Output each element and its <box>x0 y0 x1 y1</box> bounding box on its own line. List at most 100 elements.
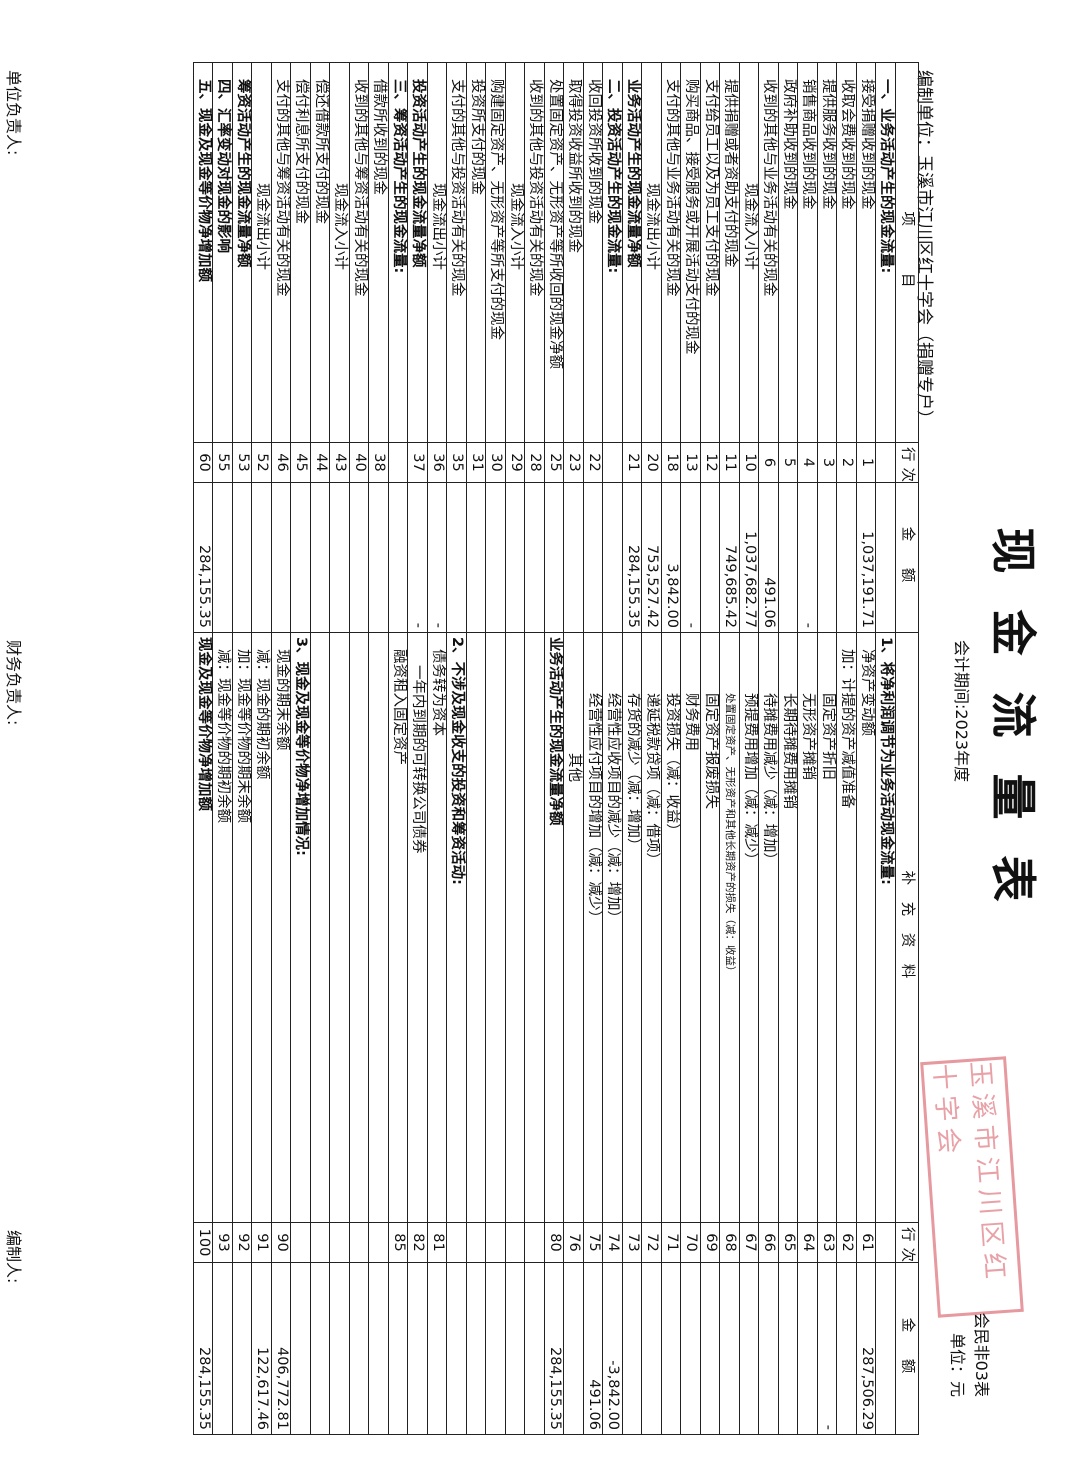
row-line-no: 29 <box>505 442 525 483</box>
row-line-no: 2 <box>837 442 857 483</box>
row-item-label: 投资所支付的现金 <box>466 62 486 443</box>
row-amount <box>310 482 330 633</box>
row-item-label: 取得投资收益所收到的现金 <box>564 62 584 443</box>
row-supplementary-label: 其他 <box>564 632 584 1223</box>
row-supplementary-amount: 284,155.35 <box>193 1262 213 1435</box>
row-supplementary-label <box>310 632 330 1223</box>
row-amount <box>817 482 837 633</box>
row-supplementary-line-no: 73 <box>622 1222 642 1263</box>
row-supplementary-line-no <box>291 1222 311 1263</box>
row-line-no: 18 <box>661 442 681 483</box>
row-item-label: 借款所收到的现金 <box>369 62 389 443</box>
row-item-label: 现金流出小计 <box>252 62 272 443</box>
row-supplementary-line-no <box>466 1222 486 1263</box>
row-supplementary-line-no <box>349 1222 369 1263</box>
row-supplementary-line-no: 75 <box>583 1222 603 1263</box>
row-supplementary-line-no <box>505 1222 525 1263</box>
row-supplementary-line-no: 61 <box>856 1222 876 1263</box>
row-amount <box>700 482 720 633</box>
row-supplementary-label: 财务费用 <box>681 632 701 1223</box>
row-amount: 3,842.00 <box>661 482 681 633</box>
row-supplementary-amount <box>388 1262 408 1435</box>
row-supplementary-label: 3、现金及现金等价物净增加情况: <box>291 632 311 1223</box>
row-supplementary-line-no <box>330 1222 350 1263</box>
row-item-label: 处置固定资产、无形资产等所收回的现金净额 <box>544 62 564 443</box>
footer-finance-head: 财务负责人: <box>4 640 23 726</box>
row-item-label: 四、汇率变动对现金的影响 <box>213 62 233 443</box>
row-amount <box>583 482 603 633</box>
row-line-no: 53 <box>232 442 252 483</box>
row-supplementary-amount <box>486 1262 506 1435</box>
row-item-label: 支付给员工以及为员工支付的现金 <box>700 62 720 443</box>
row-amount <box>330 482 350 633</box>
row-supplementary-label <box>466 632 486 1223</box>
row-supplementary-amount: 287,506.29 <box>856 1262 876 1435</box>
row-supplementary-label: 2、不涉及现金收支的投资和筹资活动: <box>447 632 467 1223</box>
row-supplementary-amount <box>681 1262 701 1435</box>
row-supplementary-amount: -3,842.00 <box>603 1262 623 1435</box>
row-item-label: 二、投资活动产生的现金流量: <box>603 62 623 443</box>
row-line-no: 10 <box>739 442 759 483</box>
row-amount: 491.06 <box>759 482 779 633</box>
row-item-label: 接受捐赠收到的现金 <box>856 62 876 443</box>
row-item-label: 一、业务活动产生的现金流量: <box>876 62 896 443</box>
row-amount <box>447 482 467 633</box>
row-supplementary-label: 减：现金等价物的期初余额 <box>213 632 233 1223</box>
row-supplementary-amount <box>349 1262 369 1435</box>
row-supplementary-amount <box>739 1262 759 1435</box>
row-supplementary-label: 递延税款贷项（减：借项） <box>642 632 662 1223</box>
row-line-no: 13 <box>681 442 701 483</box>
row-amount: 284,155.35 <box>193 482 213 633</box>
row-line-no: 31 <box>466 442 486 483</box>
row-supplementary-line-no: 71 <box>661 1222 681 1263</box>
row-item-label: 支付的其他与投资活动有关的现金 <box>447 62 467 443</box>
row-supplementary-amount <box>505 1262 525 1435</box>
row-line-no: 44 <box>310 442 330 483</box>
row-supplementary-label <box>505 632 525 1223</box>
row-supplementary-label <box>525 632 545 1223</box>
row-line-no: 4 <box>798 442 818 483</box>
row-supplementary-line-no: 62 <box>837 1222 857 1263</box>
row-item-label: 现金流入小计 <box>505 62 525 443</box>
header-supplementary-line-no: 行次 <box>895 1222 919 1263</box>
row-item-label: 提供服务收到的现金 <box>817 62 837 443</box>
header-amount: 金 额 <box>895 482 919 633</box>
row-item-label: 三、筹资活动产生的现金流量: <box>388 62 408 443</box>
row-item-label: 五、现金及现金等价物净增加额 <box>193 62 213 443</box>
header-line-no: 行次 <box>895 442 919 483</box>
row-supplementary-line-no: 90 <box>271 1222 291 1263</box>
row-supplementary-line-no <box>310 1222 330 1263</box>
row-line-no: 22 <box>583 442 603 483</box>
row-amount <box>252 482 272 633</box>
form-number: 会民非03表 <box>972 1312 991 1397</box>
row-supplementary-line-no: 74 <box>603 1222 623 1263</box>
row-supplementary-label: 融资租入固定资产 <box>388 632 408 1223</box>
row-line-no <box>388 442 408 483</box>
row-line-no: 35 <box>447 442 467 483</box>
row-item-label: 提供捐赠或者资助支付的现金 <box>720 62 740 443</box>
row-supplementary-line-no: 64 <box>798 1222 818 1263</box>
row-supplementary-label: 投资损失（减：收益） <box>661 632 681 1223</box>
row-line-no: 38 <box>369 442 389 483</box>
cash-flow-table: 项 目 行次 金 额 补 充 资 料 行次 金 额 一、业务活动产生的现金流量:… <box>193 62 919 1435</box>
row-supplementary-label: 净资产变动额 <box>856 632 876 1223</box>
footer-unit-head: 单位负责人: <box>4 70 23 156</box>
row-amount: - <box>408 482 428 633</box>
row-amount: 284,155.35 <box>622 482 642 633</box>
